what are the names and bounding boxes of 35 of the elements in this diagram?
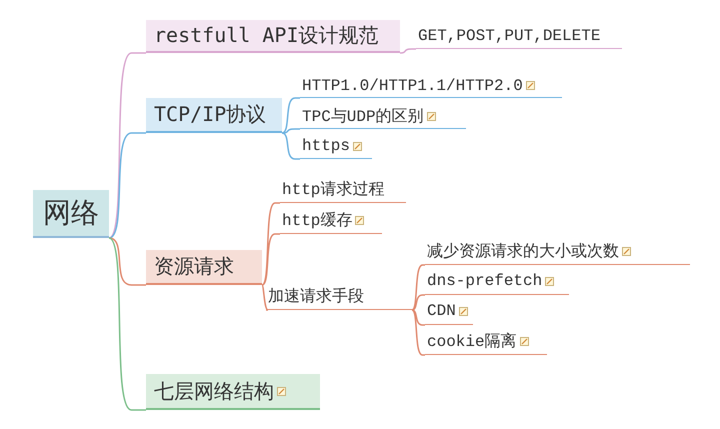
topic-box bbox=[146, 98, 282, 133]
branch-line bbox=[262, 202, 280, 286]
topic-text: cookie隔离 bbox=[427, 332, 517, 352]
branch-line bbox=[282, 132, 300, 160]
topic-text: CDN bbox=[427, 302, 456, 320]
topic-text: restfull API设计规范 bbox=[154, 22, 378, 49]
root-topic bbox=[33, 190, 109, 238]
branch-line bbox=[412, 309, 425, 326]
topic-text: 资源请求 bbox=[154, 253, 234, 280]
topic-text: 加速请求手段 bbox=[268, 286, 364, 306]
branch-line bbox=[108, 237, 146, 411]
topic-text: http请求过程 bbox=[282, 180, 384, 200]
topic-text: HTTP1.0/HTTP1.1/HTTP2.0 bbox=[302, 76, 523, 94]
topic-text: 网络 bbox=[43, 198, 99, 232]
topic-text: 七层网络结构 bbox=[154, 378, 274, 404]
branch-line bbox=[412, 309, 425, 356]
topic-text: GET,POST,PUT,DELETE bbox=[418, 27, 600, 45]
topic-text: 减少资源请求的大小或次数 bbox=[427, 242, 619, 262]
branch-line bbox=[108, 52, 146, 239]
branch-line bbox=[282, 128, 300, 134]
topic-box bbox=[146, 250, 262, 285]
branch-line bbox=[108, 237, 146, 286]
topic-text: http缓存 bbox=[282, 210, 352, 231]
branch-line bbox=[412, 264, 425, 311]
branch-line bbox=[261, 284, 269, 311]
topic-text: dns-prefetch bbox=[427, 272, 542, 290]
topic-box bbox=[146, 374, 320, 410]
branch-line bbox=[262, 233, 280, 286]
branch-line bbox=[108, 132, 146, 239]
topic-box bbox=[146, 20, 400, 53]
branch-line bbox=[400, 48, 416, 54]
topic-text: TPC与UDP的区别 bbox=[302, 106, 424, 126]
topic-text: https bbox=[302, 137, 350, 155]
branch-line bbox=[412, 294, 425, 311]
topic-text: TCP/IP协议 bbox=[154, 101, 266, 128]
